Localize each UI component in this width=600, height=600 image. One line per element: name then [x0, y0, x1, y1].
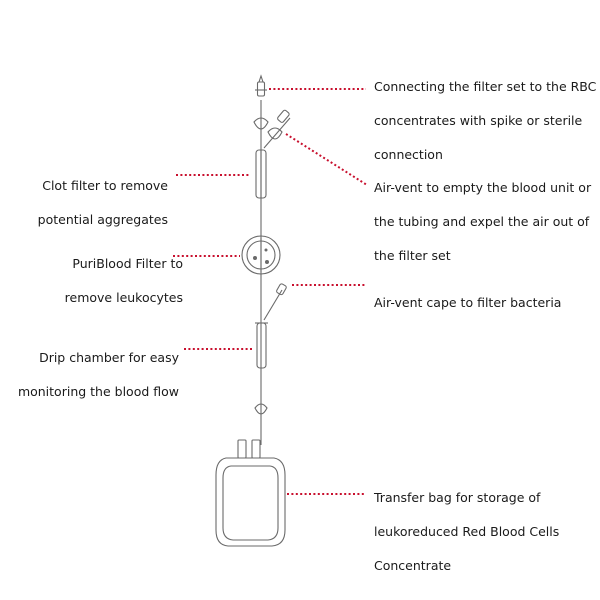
roller-clamp-lower-icon	[254, 403, 268, 415]
label-transfer-bag-line: Concentrate	[374, 558, 452, 573]
label-clot-filter-line: Clot filter to remove	[42, 178, 168, 193]
label-air-vent-cape-line: Air-vent cape to filter bacteria	[374, 295, 562, 310]
label-connector-line: concentrates with spike or sterile	[374, 113, 583, 128]
drip-chamber-icon	[255, 322, 268, 369]
label-clot-filter: Clot filter to remove potential aggregat…	[38, 160, 168, 245]
label-drip-chamber-line: monitoring the blood flow	[17, 384, 179, 399]
label-drip-chamber: Drip chamber for easy monitoring the blo…	[18, 332, 179, 417]
leader-air-vent	[285, 133, 368, 186]
leukocyte-filter-icon	[241, 235, 281, 275]
label-air-vent: Air-vent to empty the blood unit or the …	[374, 162, 591, 281]
label-air-vent-cape: Air-vent cape to filter bacteria	[374, 277, 561, 328]
blood-bag-icon	[215, 439, 286, 547]
label-puriblood: PuriBlood Filter to remove leukocytes	[65, 238, 183, 323]
spike-connector-icon	[255, 74, 267, 97]
air-vent-branch-upper	[263, 117, 291, 149]
label-connector-line: Connecting the filter set to the RBC	[374, 79, 597, 94]
label-transfer-bag-line: leukoreduced Red Blood Cells	[374, 524, 560, 539]
label-connector: Connecting the filter set to the RBC con…	[374, 61, 596, 180]
label-air-vent-line: the tubing and expel the air out of	[374, 214, 590, 229]
clot-filter-chamber-icon	[255, 149, 267, 199]
air-vent-cape-icon	[276, 283, 287, 296]
label-air-vent-line: the filter set	[374, 248, 451, 263]
air-vent-branch-lower	[263, 289, 283, 321]
air-vent-cap-icon	[277, 109, 290, 123]
label-air-vent-line: Air-vent to empty the blood unit or	[374, 180, 592, 195]
label-clot-filter-line: potential aggregates	[37, 212, 168, 227]
leader-lines	[173, 88, 368, 495]
label-transfer-bag-line: Transfer bag for storage of	[374, 490, 541, 505]
label-puriblood-line: PuriBlood Filter to	[72, 256, 183, 271]
label-drip-chamber-line: Drip chamber for easy	[39, 350, 179, 365]
label-puriblood-line: remove leukocytes	[64, 290, 183, 305]
label-transfer-bag: Transfer bag for storage of leukoreduced…	[374, 472, 559, 591]
label-connector-line: connection	[374, 147, 443, 162]
roller-clamp-icon	[253, 117, 283, 140]
